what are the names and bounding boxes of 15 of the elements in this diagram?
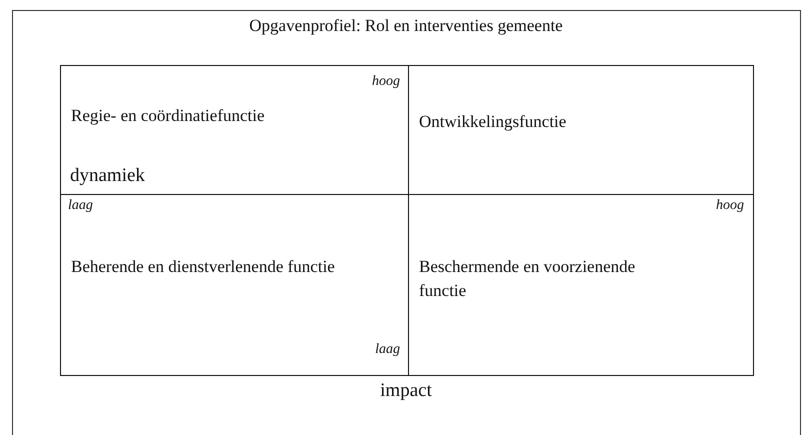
axis-level-label: hoog xyxy=(371,74,400,91)
quadrant-cell xyxy=(408,194,754,376)
axis-level-label: hoog xyxy=(715,198,744,215)
axis-label: dynamiek xyxy=(70,165,146,188)
quadrant-cell xyxy=(60,65,410,196)
quadrant-title: Regie- en coördinatiefunctie xyxy=(71,105,266,127)
quadrant-title: Beherende en dienstverlenende functie xyxy=(71,256,336,278)
axis-level-label: laag xyxy=(374,342,400,359)
quadrant-cell xyxy=(60,194,410,376)
axis-level-label: laag xyxy=(68,198,94,215)
quadrant-cell xyxy=(408,65,754,196)
quadrant-title: Beschermende en voorzienende functie xyxy=(419,256,636,302)
quadrant-title: Ontwikkelingsfunctie xyxy=(419,111,568,133)
title: Opgavenprofiel: Rol en interventies gemeente xyxy=(248,16,564,36)
axis-label: impact xyxy=(379,380,433,403)
